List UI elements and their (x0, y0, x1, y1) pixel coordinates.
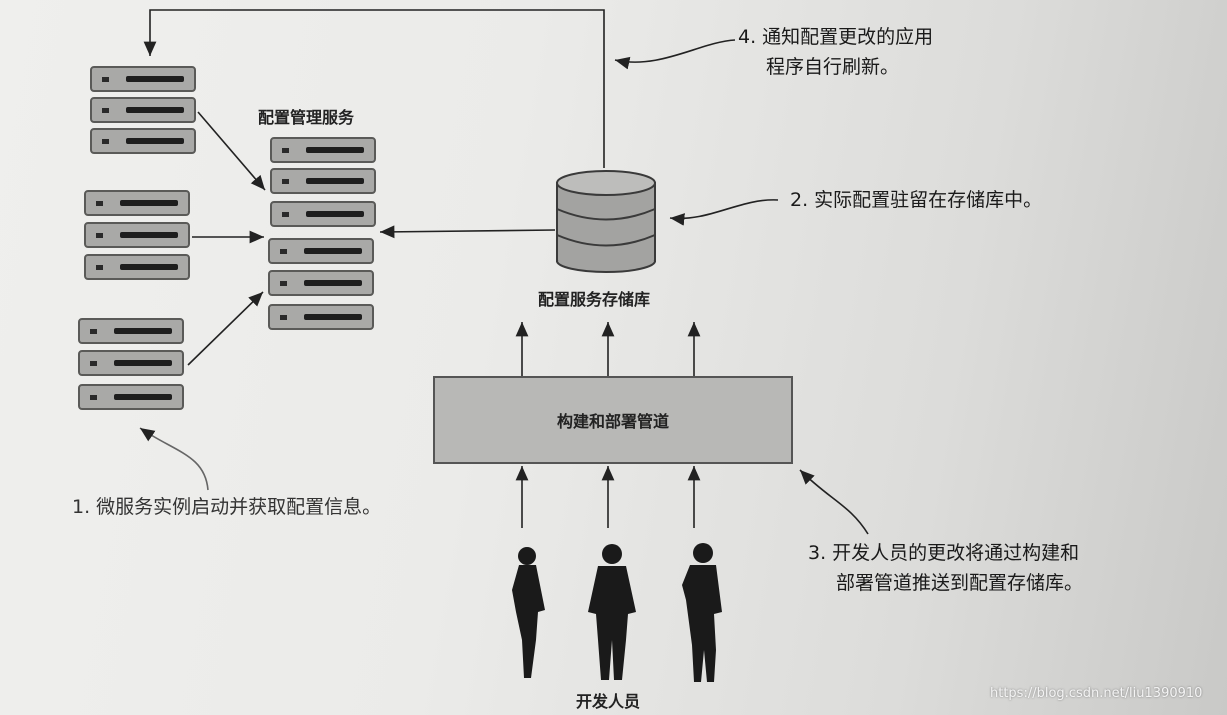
server-icon (270, 201, 376, 227)
group1-to-service-arrow (197, 111, 266, 191)
server-icon (78, 384, 184, 410)
server-icon (78, 318, 184, 344)
pipeline-label: 构建和部署管道 (556, 412, 669, 431)
callout-step2: 2. 实际配置驻留在存储库中。 (790, 189, 1043, 211)
callout-step4-line1: 4. 通知配置更改的应用 (738, 26, 934, 48)
server-icon (268, 238, 374, 264)
server-icon (78, 350, 184, 376)
callout1-leader (139, 427, 209, 491)
person-icon (588, 544, 636, 680)
callout-step3-line1: 3. 开发人员的更改将通过构建和 (808, 542, 1080, 564)
server-icon (84, 190, 190, 216)
build-deploy-pipeline: 构建和部署管道 (433, 376, 793, 464)
watermark: https://blog.csdn.net/liu1390910 (990, 686, 1203, 701)
callout-step4-line2: 程序自行刷新。 (766, 56, 900, 78)
callout-step1: 1. 微服务实例启动并获取配置信息。 (72, 496, 382, 518)
config-service-label: 配置管理服务 (258, 108, 355, 127)
server-icon (84, 222, 190, 248)
callout2-leader (669, 199, 779, 226)
database-icon (556, 170, 656, 273)
server-icon (270, 137, 376, 163)
server-icon (268, 270, 374, 296)
callout-step3: 3. 开发人员的更改将通过构建和 部署管道推送到配置存储库。 (808, 538, 1083, 598)
callout4-leader (614, 39, 736, 70)
repo-to-service-arrow (379, 225, 556, 239)
group3-to-service-arrow (187, 291, 264, 366)
server-icon (270, 168, 376, 194)
person-icon (512, 547, 545, 678)
callout-step4: 4. 通知配置更改的应用 程序自行刷新。 (738, 22, 933, 82)
developers-label: 开发人员 (576, 692, 641, 711)
server-icon (268, 304, 374, 330)
refresh-notify-line (143, 9, 605, 168)
server-icon (90, 97, 196, 123)
callout3-leader (799, 469, 869, 535)
server-icon (90, 66, 196, 92)
config-repo-label: 配置服务存储库 (538, 290, 651, 309)
callout-step3-line2: 部署管道推送到配置存储库。 (836, 572, 1084, 594)
server-icon (90, 128, 196, 154)
person-icon (682, 543, 722, 682)
server-icon (84, 254, 190, 280)
